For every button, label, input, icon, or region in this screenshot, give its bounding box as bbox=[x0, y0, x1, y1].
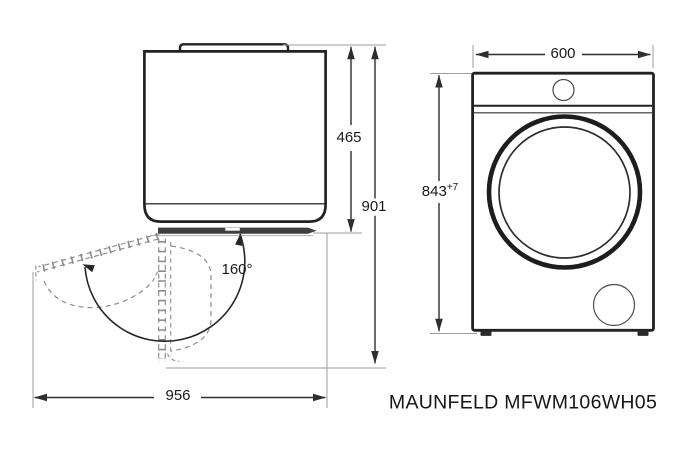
door-160-bulge-end bbox=[152, 269, 159, 282]
extension-lines bbox=[32, 44, 654, 408]
door-swing-arc bbox=[82, 233, 246, 343]
dim-label-clearance-956: 956 bbox=[162, 387, 194, 405]
door-closed-edge-strip bbox=[158, 227, 317, 234]
door-160-glass-bulge bbox=[43, 280, 153, 309]
drum-door-outer-ring bbox=[486, 114, 643, 270]
dim-height-value: 843 bbox=[421, 182, 447, 200]
swing-arc-curve bbox=[84, 233, 246, 343]
model-label: MAUNFELD MFWM106WH05 bbox=[388, 391, 658, 414]
swing-arc-arrowhead-left bbox=[82, 264, 95, 273]
dim-label-height-843: 843+7 bbox=[418, 181, 462, 201]
dim-label-width-600: 600 bbox=[547, 45, 579, 63]
pump-filter-circle bbox=[592, 283, 636, 327]
door-handle-notch bbox=[225, 227, 240, 231]
dim-height-tolerance: +7 bbox=[446, 181, 459, 193]
door-160-face-line-b bbox=[37, 238, 159, 273]
door-open-90-dashed bbox=[158, 238, 212, 363]
worktop-handle-outline bbox=[178, 43, 290, 52]
front-view bbox=[471, 71, 655, 336]
dimension-lines bbox=[34, 46, 651, 402]
door-160-tick-hatch bbox=[40, 232, 159, 273]
control-knob-circle bbox=[552, 78, 575, 102]
side-view bbox=[35, 43, 327, 363]
foot-right bbox=[637, 330, 649, 336]
dim-label-depth-door-open-901: 901 bbox=[358, 198, 390, 216]
door-angle-label: 160° bbox=[221, 260, 253, 278]
foot-left bbox=[480, 330, 492, 336]
door-90-glass-bulge bbox=[170, 245, 212, 352]
door-160-face-line-a bbox=[38, 233, 160, 268]
drum-door-inner-ring bbox=[498, 126, 631, 259]
door-open-160-dashed bbox=[35, 232, 160, 309]
door-90-bottom-hook bbox=[166, 353, 180, 363]
dim-label-depth-465: 465 bbox=[333, 129, 365, 147]
swing-arc-arrowhead-right bbox=[235, 233, 243, 246]
machine-body-outline bbox=[143, 50, 327, 223]
